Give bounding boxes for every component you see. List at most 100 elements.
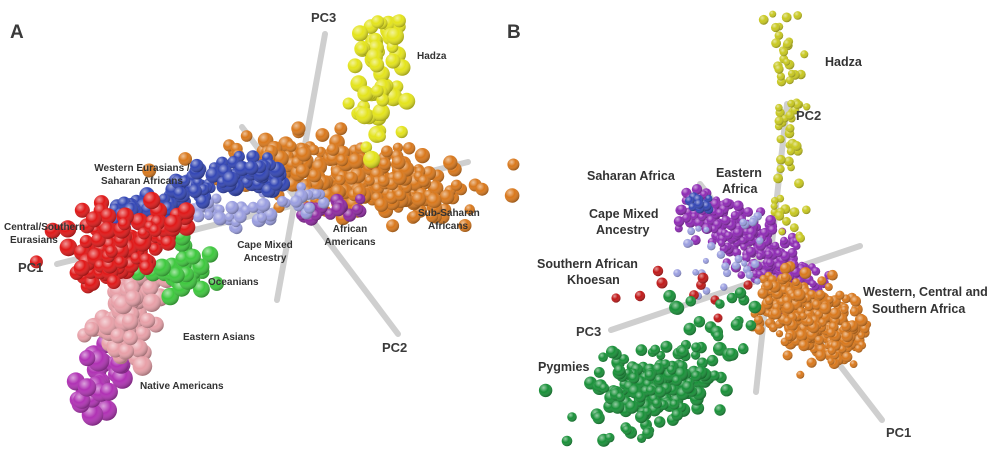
panel-b-wcs-africa-point-shading	[754, 315, 763, 325]
panel-a-central-southern-point-shading	[85, 211, 102, 228]
panel-a-sub-saharan-point-shading	[450, 179, 463, 191]
panel-b-wcs-africa-point-shading	[855, 314, 868, 327]
panel-b-wcs-africa-point-shading	[782, 350, 793, 361]
panel-b-cape-mixed-point-shading	[745, 271, 754, 279]
panel-b-wcs-africa-point-shading	[854, 344, 863, 353]
panel-a-hadza-point-shading	[371, 15, 385, 29]
panel-a-label-central-southern-1: Central/Southern	[4, 222, 85, 233]
panel-b-label-western-central-southern-1: Western, Central and	[863, 285, 988, 299]
panel-b-pygmies-point-shading	[677, 346, 689, 358]
panel-a-label-oceanians: Oceanians	[208, 277, 259, 288]
panel-b-eastern-africa-point-shading	[690, 212, 698, 220]
panel-a-cape-mixed-point-shading	[204, 210, 214, 221]
panel-b-pc1-label: PC1	[886, 425, 911, 440]
panel-b-wcs-africa-point-shading	[819, 302, 832, 315]
panel-a-label-sub-saharan-2: Africans	[428, 221, 468, 232]
panel-a-label-western-eurasians-1: Western Eurasians /	[94, 163, 190, 174]
panel-b-wcs-africa-point-shading	[799, 312, 807, 320]
panel-b-wcs-africa-point-shading	[804, 302, 814, 312]
panel-a-hadza-point-shading	[374, 130, 386, 142]
panel-b-pygmies-point-shading	[561, 435, 573, 447]
panel-a-sub-saharan-point-shading	[402, 142, 416, 155]
panel-b-pygmies-point-shading	[650, 344, 661, 355]
panel-a-central-southern-point-shading	[143, 191, 161, 210]
panel-a-cape-mixed-point-shading	[303, 202, 315, 214]
panel-a-hadza-point-shading	[398, 92, 416, 110]
panel-a-cape-mixed-point-shading	[276, 196, 288, 207]
panel-b-hadza-point-shading	[786, 124, 795, 133]
panel-a-oceanians-point-shading	[153, 258, 171, 277]
panel-a-sub-saharan-point-shading	[334, 122, 348, 136]
panel-b-eastern-africa-point-shading	[764, 250, 773, 259]
panel-b-pygmies-point-shading	[635, 410, 648, 424]
panel-a-native-americans-point-shading	[79, 349, 96, 367]
panel-b-wcs-africa-point-shading	[814, 335, 824, 345]
panel-b-hadza-point-shading	[802, 205, 811, 215]
panel-a-sub-saharan-point-shading	[381, 145, 393, 158]
panel-b-cape-mixed-point-shading	[739, 218, 747, 227]
panel-a-cape-mixed-point-shading	[234, 210, 247, 224]
panel-b-wcs-africa-point-shading	[765, 296, 774, 305]
panel-b-eastern-africa-point-shading	[809, 280, 817, 288]
panel-a-hadza-points	[342, 14, 416, 168]
panel-b-pygmies-point-shading	[628, 372, 640, 384]
panel-a-sub-saharan-point-shading	[507, 158, 520, 171]
panel-b-eastern-africa-point-shading	[765, 215, 776, 226]
panel-b-pygmies-point-shading	[714, 404, 726, 416]
panel-b-eastern-africa-point-shading	[691, 184, 703, 195]
panel-b-pygmies-point-shading	[614, 364, 626, 376]
panel-a-central-southern-point-shading	[105, 245, 118, 258]
panel-b-khoesan-point-shading	[743, 280, 753, 290]
panel-b-wcs-africa-point-shading	[770, 308, 782, 320]
panel-b-label-western-central-southern-2: Southern Africa	[872, 302, 966, 316]
panel-b-wcs-africa-point-shading	[796, 329, 808, 342]
panel-b-hadza-point-shading	[774, 31, 784, 40]
panel-a-eastern-asians-point-shading	[84, 321, 100, 337]
panel-b-hadza-point-shading	[793, 100, 802, 109]
panel-a-eastern-asians-point-shading	[125, 290, 142, 307]
panel-b-eastern-africa-point-shading	[780, 251, 791, 261]
panel-b-pygmies-point-shading	[642, 427, 654, 439]
panel-b-eastern-africa-point-shading	[733, 227, 743, 238]
panel-a-central-southern-point-shading	[73, 260, 90, 277]
panel-b-label-khoesan-2: Khoesan	[567, 273, 620, 287]
panel-b-cape-mixed-point-shading	[695, 225, 702, 232]
panel-b-hadza-point-shading	[774, 211, 785, 221]
panel-a-pc3-label: PC3	[311, 10, 336, 25]
panel-b-pygmies-point-shading	[709, 370, 720, 381]
panel-b-pc3-label: PC3	[576, 324, 601, 339]
panel-b-khoesan-point-shading	[634, 290, 646, 302]
panel-a-central-southern-point-shading	[84, 275, 101, 291]
panel-a-hadza-point-shading	[385, 53, 401, 69]
panel-b-pygmies-point-shading	[667, 365, 677, 375]
panel-a-native-americans-point-shading	[77, 378, 97, 397]
panel-b-pygmies-point-shading	[619, 354, 630, 365]
panel-b-khoesan-point-shading	[697, 272, 709, 284]
panel-b-cape-mixed-point-shading	[720, 283, 728, 291]
panel-b-saharan-points	[684, 192, 714, 214]
panel-a: A PC3 PC1 PC2 Hadza Western Eurasians / …	[4, 10, 520, 426]
panel-a-native-americans-points	[66, 334, 133, 426]
panel-a-hadza-point-shading	[352, 25, 368, 42]
panel-a-african-americans-point-shading	[352, 204, 363, 215]
panel-a-sub-saharan-point-shading	[374, 198, 389, 212]
panel-b-wcs-africa-point-shading	[806, 357, 817, 368]
panel-b-hadza-point-shading	[774, 116, 784, 126]
panel-b-pygmies-points	[538, 287, 762, 447]
panel-b-points	[538, 10, 872, 447]
panel-b-cape-mixed-point-shading	[707, 242, 716, 251]
panel-b-pygmies-point-shading	[635, 344, 648, 356]
panel-a-cape-mixed-point-shading	[256, 212, 267, 223]
panel-b-wcs-africa-point-shading	[763, 280, 774, 291]
panel-b-pygmies-point-shading	[625, 400, 639, 414]
panel-b-pygmies-point-shading	[654, 375, 665, 385]
panel-a-sub-saharan-point-shading	[391, 155, 406, 170]
panel-a-sub-saharan-point-shading	[291, 121, 306, 136]
panel-b-wcs-africa-point-shading	[782, 301, 795, 314]
panel-b-hadza-point-shading	[789, 223, 799, 233]
panel-b-hadza-point-shading	[776, 154, 786, 165]
panel-b-pygmies-point-shading	[610, 400, 625, 414]
panel-b-hadza-point-shading	[787, 69, 796, 78]
panel-a-sub-saharan-point-shading	[285, 140, 297, 152]
